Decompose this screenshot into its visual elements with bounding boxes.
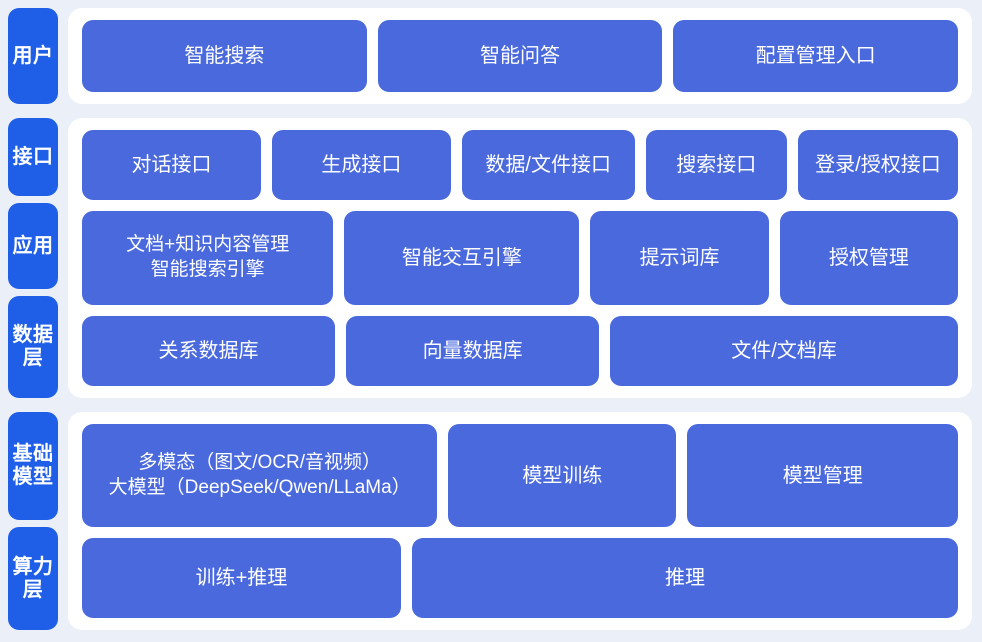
layer-tab-compute[interactable]: 算力层	[8, 527, 58, 630]
layer-tab-user[interactable]: 用户	[8, 8, 58, 104]
layer-tab-application[interactable]: 应用	[8, 203, 58, 289]
panel-foundation: 多模态（图文/OCR/音视频） 大模型（DeepSeek/Qwen/LLaMa）…	[68, 412, 972, 630]
node-relational-database[interactable]: 关系数据库	[82, 315, 336, 386]
row-data: 关系数据库 向量数据库 文件/文档库	[82, 315, 958, 386]
tab-column-middle: 接口 应用 数据层	[8, 118, 58, 398]
band-user: 用户 智能搜索 智能问答 配置管理入口	[8, 8, 972, 104]
band-middle: 接口 应用 数据层 对话接口 生成接口 数据/文件接口 搜索接口 登录/授权接口…	[8, 118, 972, 398]
tab-column-user: 用户	[8, 8, 58, 104]
node-training-and-inference[interactable]: 训练+推理	[82, 538, 401, 618]
node-model-management[interactable]: 模型管理	[687, 424, 959, 528]
node-multimodal-large-model[interactable]: 多模态（图文/OCR/音视频） 大模型（DeepSeek/Qwen/LLaMa）	[82, 424, 438, 528]
row-compute: 训练+推理 推理	[82, 538, 958, 618]
row-user-entries: 智能搜索 智能问答 配置管理入口	[82, 20, 959, 92]
band-foundation: 基础模型 算力层 多模态（图文/OCR/音视频） 大模型（DeepSeek/Qw…	[8, 412, 972, 630]
node-config-management-entry[interactable]: 配置管理入口	[673, 20, 959, 92]
row-model: 多模态（图文/OCR/音视频） 大模型（DeepSeek/Qwen/LLaMa）…	[82, 424, 959, 528]
node-search-api[interactable]: 搜索接口	[645, 130, 787, 201]
node-file-document-store[interactable]: 文件/文档库	[610, 315, 958, 386]
node-generation-api[interactable]: 生成接口	[271, 130, 451, 201]
panel-user: 智能搜索 智能问答 配置管理入口	[68, 8, 972, 104]
node-smart-interaction-engine[interactable]: 智能交互引擎	[344, 211, 580, 305]
panel-middle: 对话接口 生成接口 数据/文件接口 搜索接口 登录/授权接口 文档+知识内容管理…	[68, 118, 972, 398]
node-smart-qa[interactable]: 智能问答	[377, 20, 663, 92]
node-doc-knowledge-management[interactable]: 文档+知识内容管理 智能搜索引擎	[82, 211, 334, 305]
layer-tab-data[interactable]: 数据层	[8, 296, 58, 398]
node-login-auth-api[interactable]: 登录/授权接口	[797, 130, 959, 201]
node-model-training[interactable]: 模型训练	[448, 424, 677, 528]
row-application: 文档+知识内容管理 智能搜索引擎 智能交互引擎 提示词库 授权管理	[82, 211, 959, 305]
layer-tab-interface[interactable]: 接口	[8, 118, 58, 196]
node-inference[interactable]: 推理	[411, 538, 958, 618]
node-dialog-api[interactable]: 对话接口	[82, 130, 261, 201]
row-interface: 对话接口 生成接口 数据/文件接口 搜索接口 登录/授权接口	[82, 130, 959, 201]
node-authorization-management[interactable]: 授权管理	[779, 211, 959, 305]
node-data-file-api[interactable]: 数据/文件接口	[461, 130, 635, 201]
node-smart-search[interactable]: 智能搜索	[82, 20, 367, 92]
node-prompt-library[interactable]: 提示词库	[590, 211, 769, 305]
node-vector-database[interactable]: 向量数据库	[346, 315, 600, 386]
layer-tab-foundation-model[interactable]: 基础模型	[8, 412, 58, 520]
tab-column-foundation: 基础模型 算力层	[8, 412, 58, 630]
